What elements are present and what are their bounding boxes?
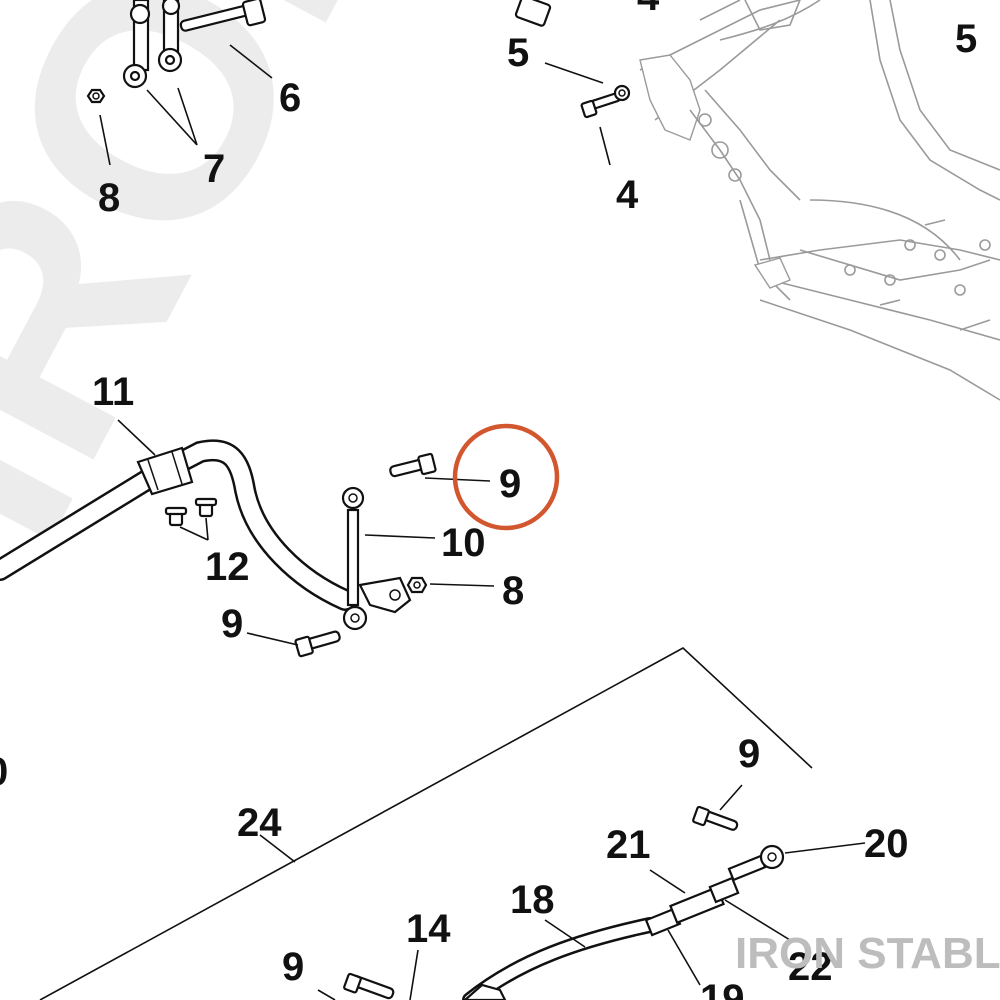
- callout-7: 7: [203, 147, 225, 191]
- callout-9-highlighted: 9: [499, 462, 521, 506]
- watermark-logo: IRON STABLE: [735, 929, 1000, 978]
- bolt-washer-top: [514, 0, 631, 119]
- callout-22: 22: [788, 945, 833, 989]
- callout-14: 14: [406, 907, 451, 951]
- callout-8-middle: 8: [502, 569, 524, 613]
- callout-9-bottom-right: 9: [738, 732, 760, 776]
- assembly-bracket-lines: [39, 647, 813, 1000]
- callout-24: 24: [237, 801, 282, 845]
- callout-4: 4: [616, 173, 639, 217]
- callout-12: 12: [205, 545, 250, 589]
- callout-18: 18: [510, 878, 555, 922]
- leader-lines: [99, 44, 866, 1000]
- callout-4-top: 4: [637, 0, 660, 19]
- linkage-rod-assembly-bottom: [343, 805, 785, 1000]
- callout-20: 20: [864, 822, 909, 866]
- callout-9-bottom-left: 9: [282, 945, 304, 989]
- end-link-assembly-top: [86, 0, 267, 104]
- callout-8-top: 8: [98, 176, 120, 220]
- callout-labels: 4 5 5 4 6 7 8 11 9 10 12 8 9 9 24 21 20 …: [0, 0, 977, 1000]
- callout-19-partial: 19: [700, 977, 745, 1000]
- callout-9-middle: 9: [221, 602, 243, 646]
- callout-0-partial: 0: [0, 750, 8, 794]
- highlight-circle: [452, 423, 560, 531]
- callout-11: 11: [92, 370, 134, 414]
- motorcycle-frame: [639, 0, 1000, 401]
- callout-10: 10: [441, 521, 486, 565]
- callout-5-top-right: 5: [955, 17, 977, 61]
- callout-5: 5: [507, 31, 529, 75]
- callout-6: 6: [279, 76, 301, 120]
- stabilizer-bar: [0, 439, 356, 611]
- end-link-assembly-middle: [294, 452, 437, 658]
- callout-21: 21: [606, 823, 651, 867]
